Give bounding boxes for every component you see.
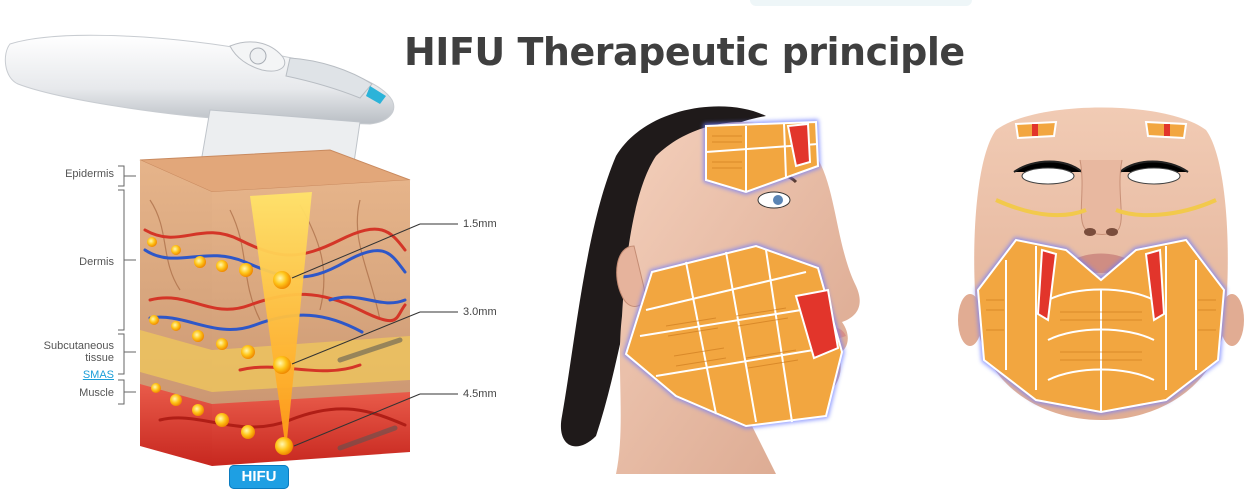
label-muscle: Muscle <box>40 387 114 399</box>
label-epidermis: Epidermis <box>40 168 114 180</box>
depth-label-3: 4.5mm <box>463 388 497 400</box>
depth-label-2: 3.0mm <box>463 306 497 318</box>
face-front-view-illustration <box>956 100 1246 430</box>
label-tissue: tissue <box>20 352 114 364</box>
skin-block <box>118 150 458 466</box>
face-side-view-illustration <box>556 96 886 474</box>
label-dermis: Dermis <box>40 256 114 268</box>
label-subcutaneous: Subcutaneous <box>20 340 114 352</box>
label-smas: SMAS <box>40 369 114 381</box>
depth-label-1: 1.5mm <box>463 218 497 230</box>
hifu-badge: HIFU <box>229 465 289 489</box>
top-edge-decoration <box>750 0 972 6</box>
skin-cross-section-diagram <box>0 0 560 499</box>
